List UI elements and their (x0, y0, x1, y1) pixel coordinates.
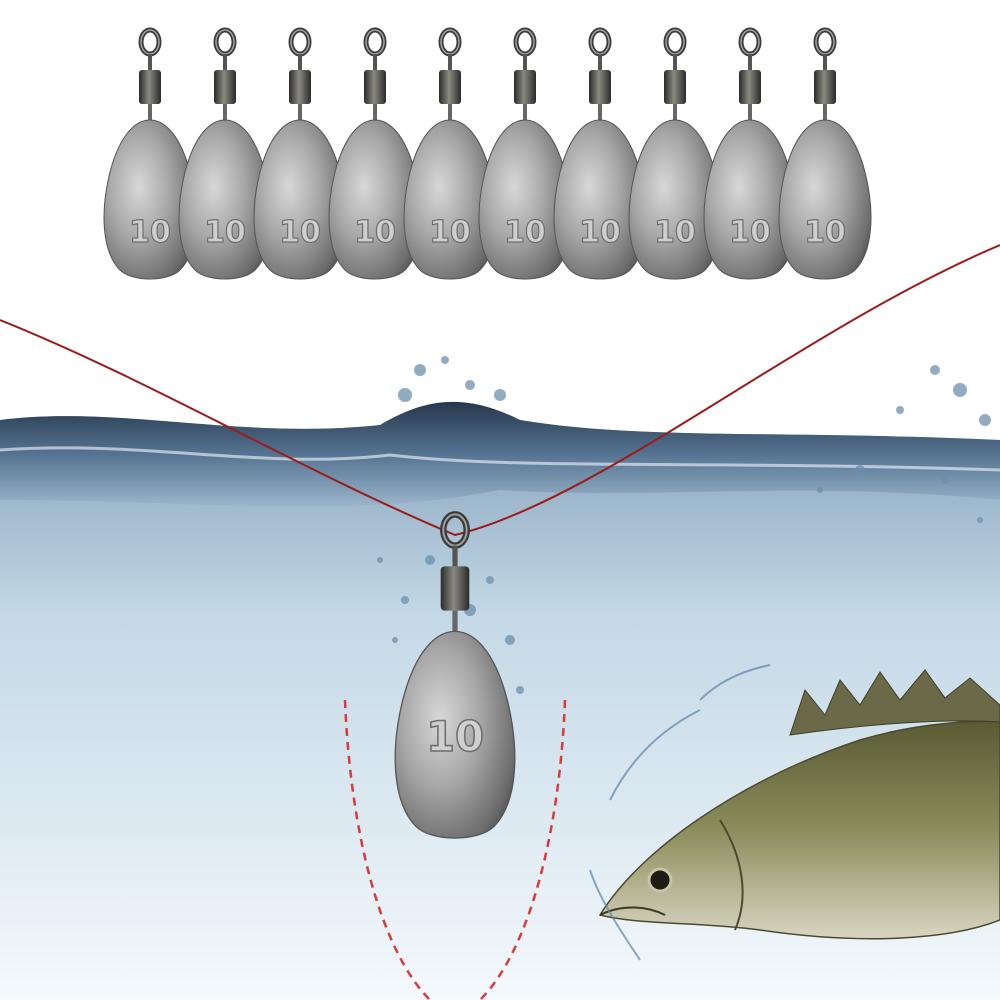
row-weight: 10 (479, 30, 571, 279)
row-weight: 10 (254, 30, 346, 279)
weight-marking: 10 (654, 215, 696, 250)
row-weight: 10 (779, 30, 871, 279)
weight-marking: 10 (426, 712, 484, 761)
row-weight: 10 (404, 30, 496, 279)
row-weight: 10 (104, 30, 196, 279)
weight-marking: 10 (204, 215, 246, 250)
water-surface-wave (0, 401, 1000, 507)
fish (598, 669, 1000, 940)
fish-eye (647, 867, 673, 893)
fish-dorsal-fin (789, 669, 1000, 736)
sink-trajectory (343, 699, 567, 1000)
weight-marking: 10 (504, 215, 546, 250)
weight-marking: 10 (279, 215, 321, 250)
fish-gill (719, 819, 744, 931)
weight-marking: 10 (354, 215, 396, 250)
bubbles (377, 356, 991, 694)
weight-marking: 10 (429, 215, 471, 250)
row-weight: 10 (179, 30, 271, 279)
weight-marking: 10 (729, 215, 771, 250)
row-weight: 10 (629, 30, 721, 279)
weight-marking: 10 (579, 215, 621, 250)
row-weight: 10 (554, 30, 646, 279)
water-surface-highlight (0, 446, 1000, 472)
sinking-weight: 10 (395, 514, 515, 838)
fish-mouth (599, 906, 666, 916)
weight-row: 10 10 10 10 10 10 10 10 10 10 (104, 30, 871, 279)
row-weight: 10 (329, 30, 421, 279)
weight-marking: 10 (804, 215, 846, 250)
row-weight: 10 (704, 30, 796, 279)
weight-marking: 10 (129, 215, 171, 250)
fish-splash (589, 664, 771, 961)
